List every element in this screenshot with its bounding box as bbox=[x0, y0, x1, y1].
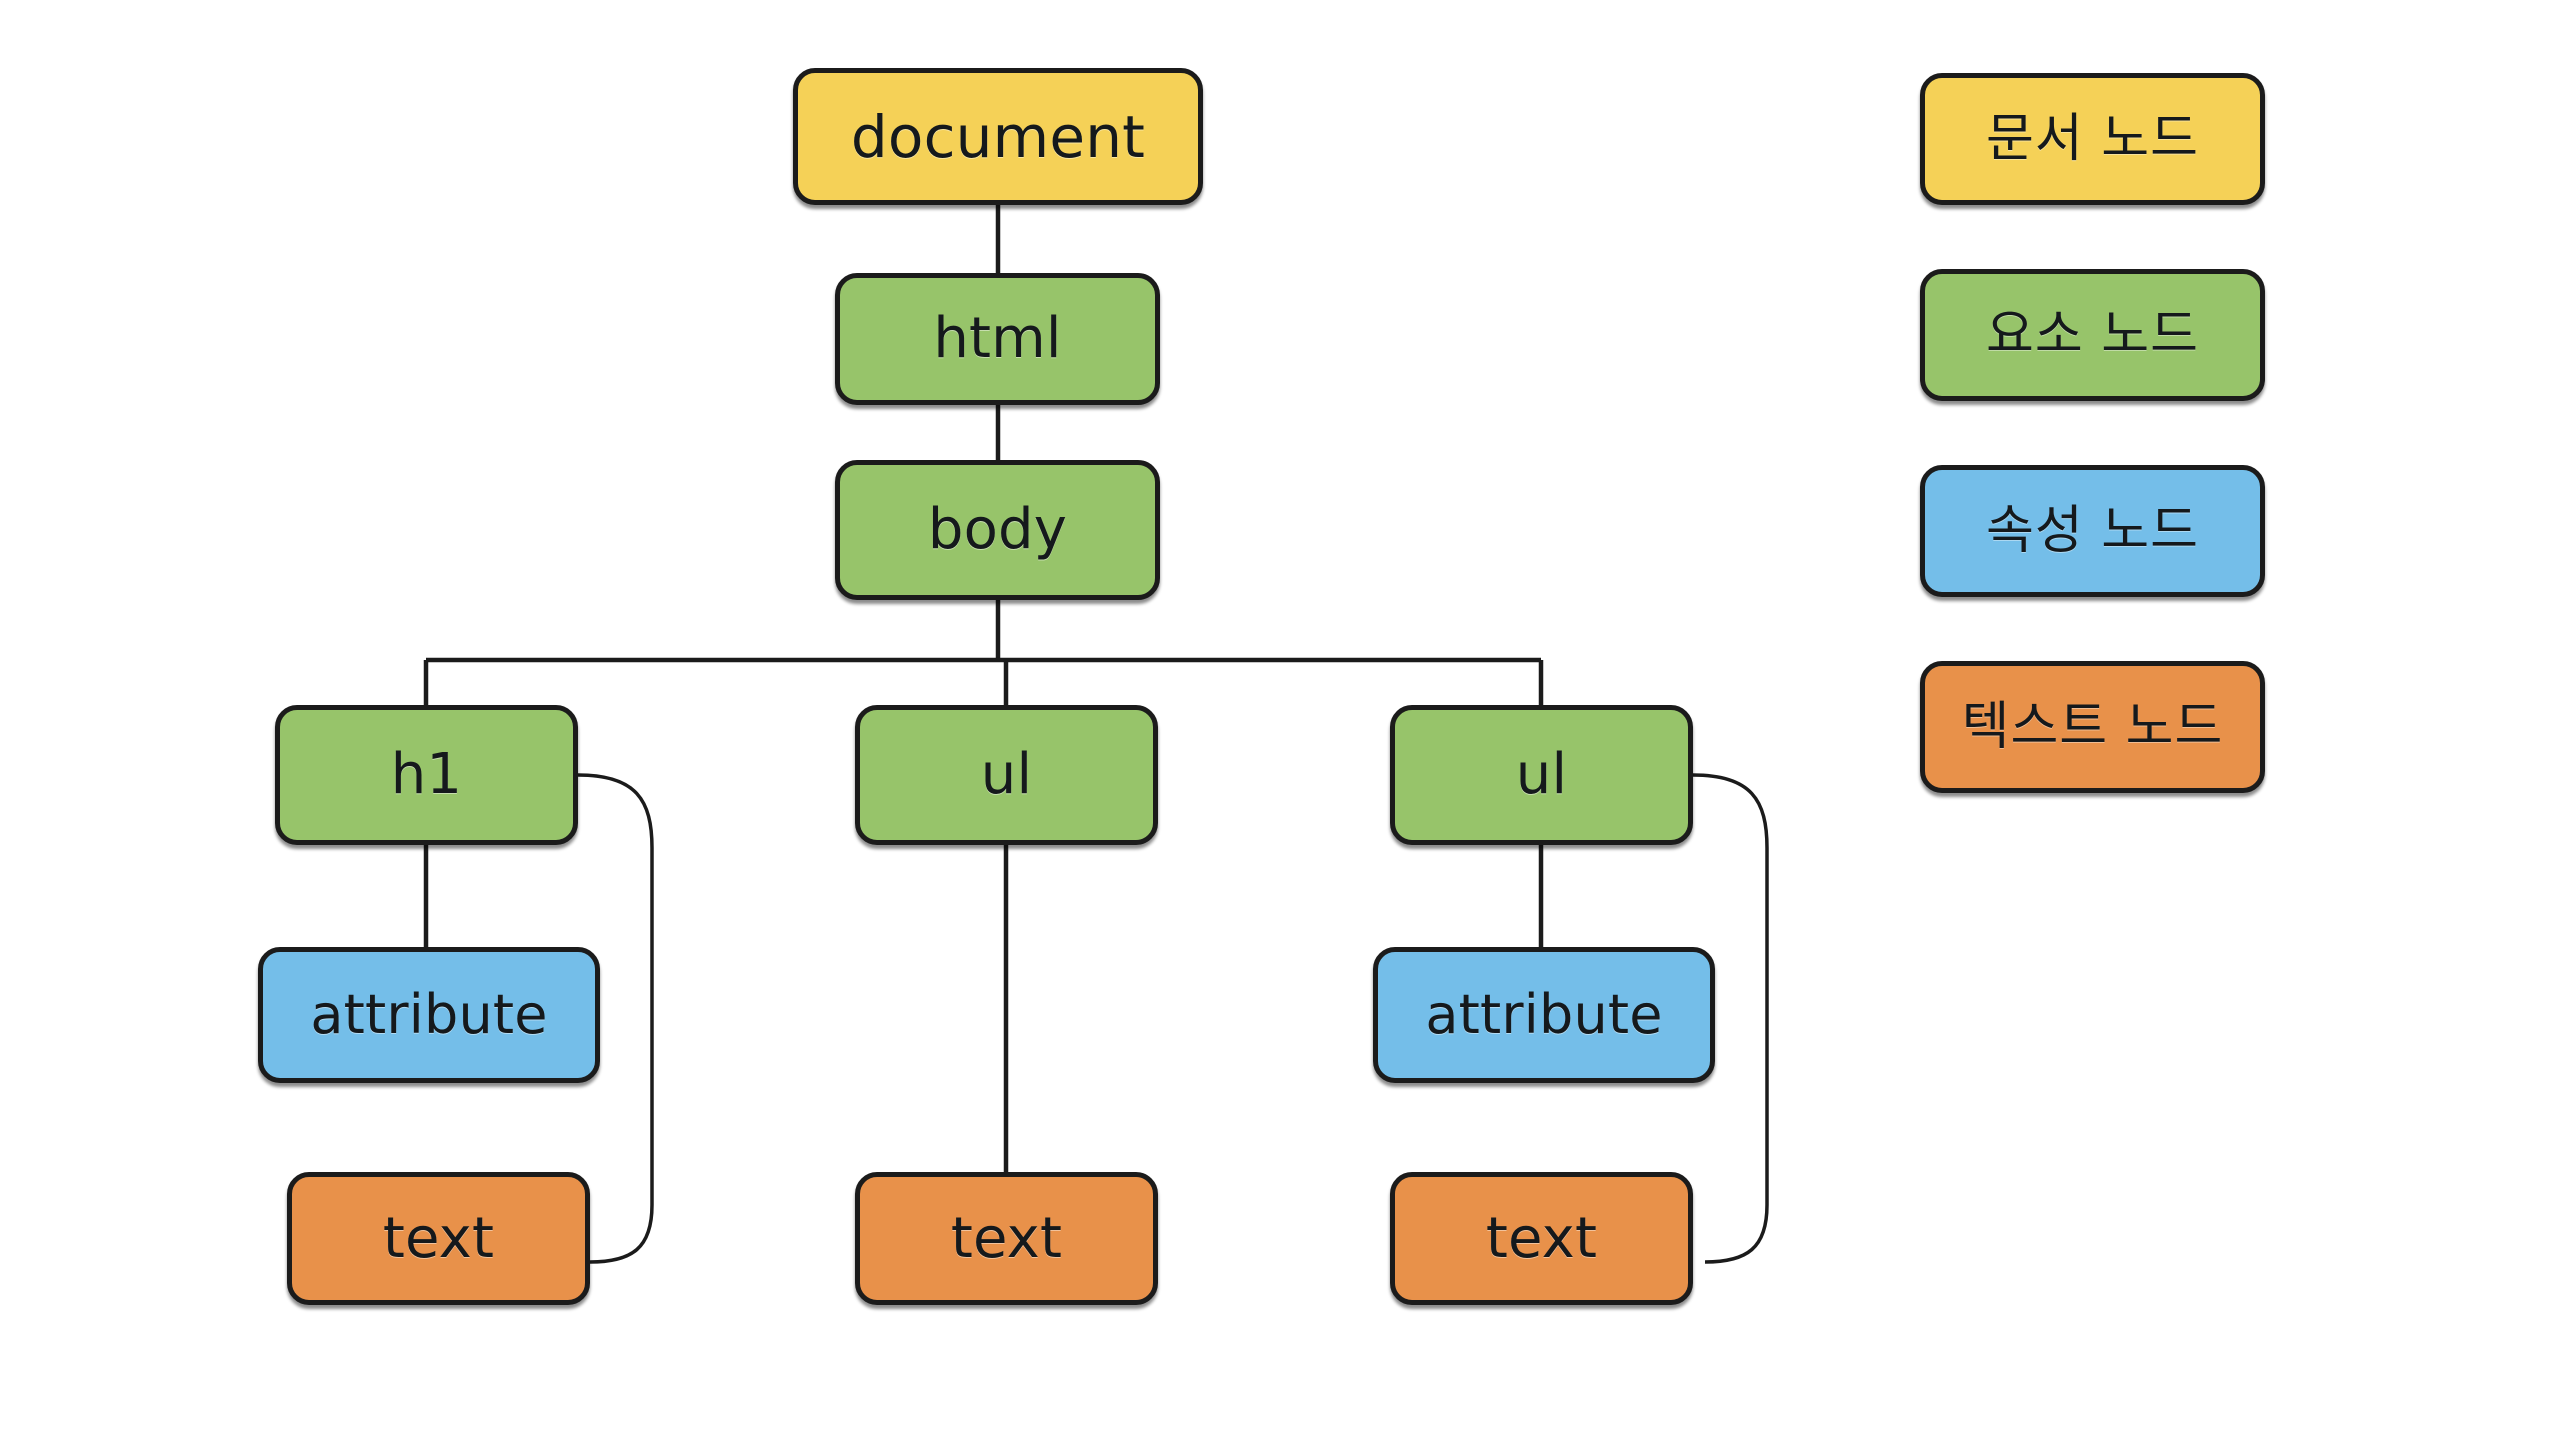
node-html-label: html bbox=[933, 306, 1062, 371]
node-ul-middle[interactable]: ul bbox=[855, 705, 1158, 845]
node-html[interactable]: html bbox=[835, 273, 1160, 405]
legend-item-document-node-label: 문서 노드 bbox=[1986, 109, 2199, 169]
node-ul-right-label: ul bbox=[1515, 742, 1568, 807]
legend-item-attribute-node[interactable]: 속성 노드 bbox=[1920, 465, 2265, 597]
legend-item-text-node[interactable]: 텍스트 노드 bbox=[1920, 661, 2265, 793]
node-text-right-label: text bbox=[1485, 1205, 1598, 1271]
node-text-left-label: text bbox=[382, 1205, 495, 1271]
legend-item-element-node-label: 요소 노드 bbox=[1986, 305, 2199, 365]
node-text-middle-label: text bbox=[950, 1205, 1063, 1271]
node-attribute-right-label: attribute bbox=[1425, 983, 1663, 1046]
node-body[interactable]: body bbox=[835, 460, 1160, 600]
legend-item-document-node[interactable]: 문서 노드 bbox=[1920, 73, 2265, 205]
node-body-label: body bbox=[927, 497, 1068, 562]
node-document[interactable]: document bbox=[793, 68, 1203, 205]
node-h1[interactable]: h1 bbox=[275, 705, 578, 845]
node-document-label: document bbox=[850, 102, 1146, 171]
legend-item-attribute-node-label: 속성 노드 bbox=[1986, 501, 2199, 561]
node-attribute-right[interactable]: attribute bbox=[1373, 947, 1715, 1083]
node-attribute-left-label: attribute bbox=[310, 983, 548, 1046]
legend-item-text-node-label: 텍스트 노드 bbox=[1961, 697, 2224, 757]
node-text-right[interactable]: text bbox=[1390, 1172, 1693, 1305]
node-attribute-left[interactable]: attribute bbox=[258, 947, 600, 1083]
node-ul-middle-label: ul bbox=[980, 742, 1033, 807]
node-h1-label: h1 bbox=[390, 742, 463, 807]
legend-item-element-node[interactable]: 요소 노드 bbox=[1920, 269, 2265, 401]
node-text-left[interactable]: text bbox=[287, 1172, 590, 1305]
node-ul-right[interactable]: ul bbox=[1390, 705, 1693, 845]
node-text-middle[interactable]: text bbox=[855, 1172, 1158, 1305]
